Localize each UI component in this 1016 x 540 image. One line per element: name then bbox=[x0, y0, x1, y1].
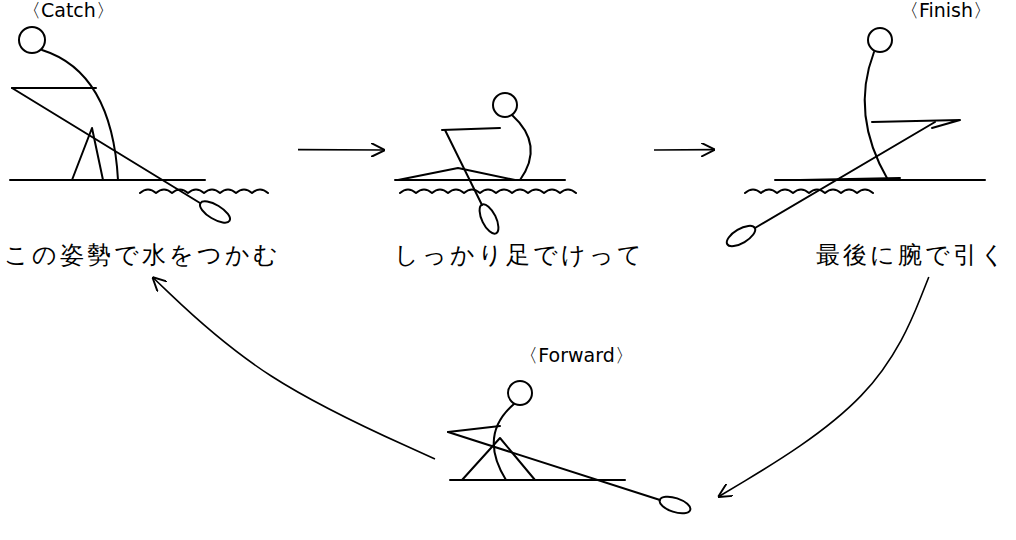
rower-head bbox=[508, 381, 532, 405]
catch-figure bbox=[10, 27, 268, 227]
oar-shaft bbox=[448, 432, 660, 500]
forward-figure bbox=[448, 381, 692, 517]
water-line bbox=[775, 179, 985, 181]
cycle-arrow bbox=[298, 149, 385, 151]
phase-heading: 〈Forward〉 bbox=[440, 345, 713, 367]
phase-heading: 〈Catch〉 bbox=[22, 0, 115, 22]
phase-caption: 最後に腕で引く bbox=[816, 242, 1008, 270]
water-waves bbox=[140, 190, 268, 194]
rower-arm bbox=[448, 426, 500, 432]
rower-head bbox=[868, 28, 892, 52]
rower-arm bbox=[442, 128, 500, 130]
rower-legs bbox=[398, 168, 515, 180]
rower-arm bbox=[872, 120, 960, 128]
oar-blade bbox=[476, 202, 503, 237]
drive-figure bbox=[395, 93, 576, 236]
stroke-phase: 〈Finish〉最後に腕で引く bbox=[720, 0, 1010, 272]
stroke-phase: しっかり足でけって bbox=[390, 90, 649, 272]
oar-shaft bbox=[12, 88, 200, 203]
water-waves bbox=[745, 190, 873, 194]
water-waves bbox=[400, 190, 576, 194]
rower-legs bbox=[462, 438, 535, 480]
phase-heading: 〈Finish〉 bbox=[900, 0, 992, 22]
finish-figure bbox=[724, 28, 985, 250]
rower-back bbox=[512, 115, 531, 180]
oar-blade bbox=[658, 493, 693, 516]
phase-caption: この姿勢で水をつかむ bbox=[4, 242, 281, 270]
oar-shaft bbox=[755, 122, 935, 228]
cycle-arrow bbox=[152, 277, 435, 459]
phase-caption: しっかり足でけって bbox=[390, 242, 649, 270]
oar-blade bbox=[197, 197, 233, 227]
water-line bbox=[10, 179, 205, 181]
cycle-arrow bbox=[654, 149, 715, 151]
oar-blade bbox=[724, 222, 759, 250]
cycle-arrow bbox=[718, 277, 929, 497]
stroke-phase: 〈Forward〉 bbox=[440, 345, 713, 535]
rower-back bbox=[42, 50, 118, 180]
stroke-phase: 〈Catch〉この姿勢で水をつかむ bbox=[0, 0, 293, 272]
rower-arm bbox=[12, 87, 96, 89]
rower-head bbox=[19, 27, 45, 53]
rower-legs bbox=[72, 128, 103, 180]
water-line bbox=[395, 179, 565, 181]
rower-head bbox=[493, 93, 517, 117]
